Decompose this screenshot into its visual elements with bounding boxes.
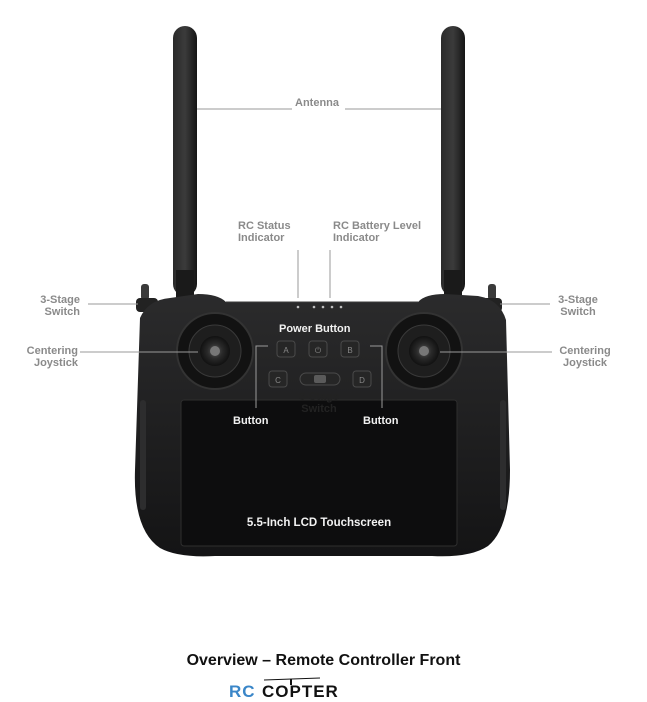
svg-text:C: C [275, 376, 281, 385]
svg-text:D: D [359, 376, 365, 385]
button-a: A [276, 340, 296, 358]
svg-text:A: A [283, 346, 289, 355]
left-joystick-label-line2: Joystick [33, 357, 78, 369]
center-switch-label-line1: 3-Stage [299, 391, 339, 403]
left-antenna [173, 26, 197, 302]
left-joystick-label-line1: Centering [26, 345, 78, 357]
antenna-label: Antenna [295, 97, 339, 109]
left-joystick [176, 312, 254, 390]
power-button: ⏻ [308, 340, 328, 358]
figure-caption: Overview – Remote Controller Front [186, 652, 461, 669]
left-three-stage-switch-label: 3-Stage Switch [20, 294, 80, 318]
svg-text:B: B [347, 346, 352, 355]
right-button-label: Button [363, 415, 399, 427]
helicopter-rotor-icon [263, 677, 321, 685]
rc-status-label-line2: Indicator [238, 232, 285, 244]
rc-status-indicator-label: RC Status Indicator [238, 220, 291, 244]
right-joystick [385, 312, 463, 390]
button-d: D [352, 370, 372, 388]
svg-text:⏻: ⏻ [315, 346, 322, 355]
lcd-touchscreen [180, 399, 458, 547]
left-button-label: Button [233, 415, 269, 427]
right-three-stage-switch-label: 3-Stage Switch [552, 294, 604, 318]
callout-lines [80, 108, 552, 408]
center-three-stage-switch [299, 372, 341, 386]
rc-copter-logo: RC COPTER [226, 677, 356, 702]
rc-battery-label-line1: RC Battery Level [333, 220, 422, 232]
right-switch-label-line2: Switch [560, 306, 596, 318]
button-c: C [268, 370, 288, 388]
left-switch-label-line1: 3-Stage [40, 294, 80, 306]
rc-battery-indicator-label: RC Battery Level Indicator [333, 220, 421, 244]
right-antenna [441, 26, 465, 302]
left-centering-joystick-label: Centering Joystick [14, 345, 78, 369]
logo-rc-text: RC [229, 682, 256, 701]
right-centering-joystick-label: Centering Joystick [554, 345, 616, 369]
right-switch-label-line1: 3-Stage [558, 294, 598, 306]
lcd-touchscreen-label: 5.5-Inch LCD Touchscreen [246, 517, 392, 529]
right-joystick-label-line2: Joystick [562, 357, 608, 369]
center-three-stage-switch-label: 3-Stage Switch [289, 391, 349, 415]
left-switch-label-line2: Switch [44, 306, 80, 318]
button-b: B [340, 340, 360, 358]
right-joystick-label-line1: Centering [559, 345, 611, 357]
center-switch-label-line2: Switch [301, 403, 337, 415]
logo-copter-text: COPTER [262, 682, 339, 701]
power-button-label: Power Button [279, 323, 351, 335]
status-indicator-dots [296, 305, 343, 309]
rc-status-label-line1: RC Status [238, 220, 291, 232]
rc-battery-label-line2: Indicator [333, 232, 380, 244]
